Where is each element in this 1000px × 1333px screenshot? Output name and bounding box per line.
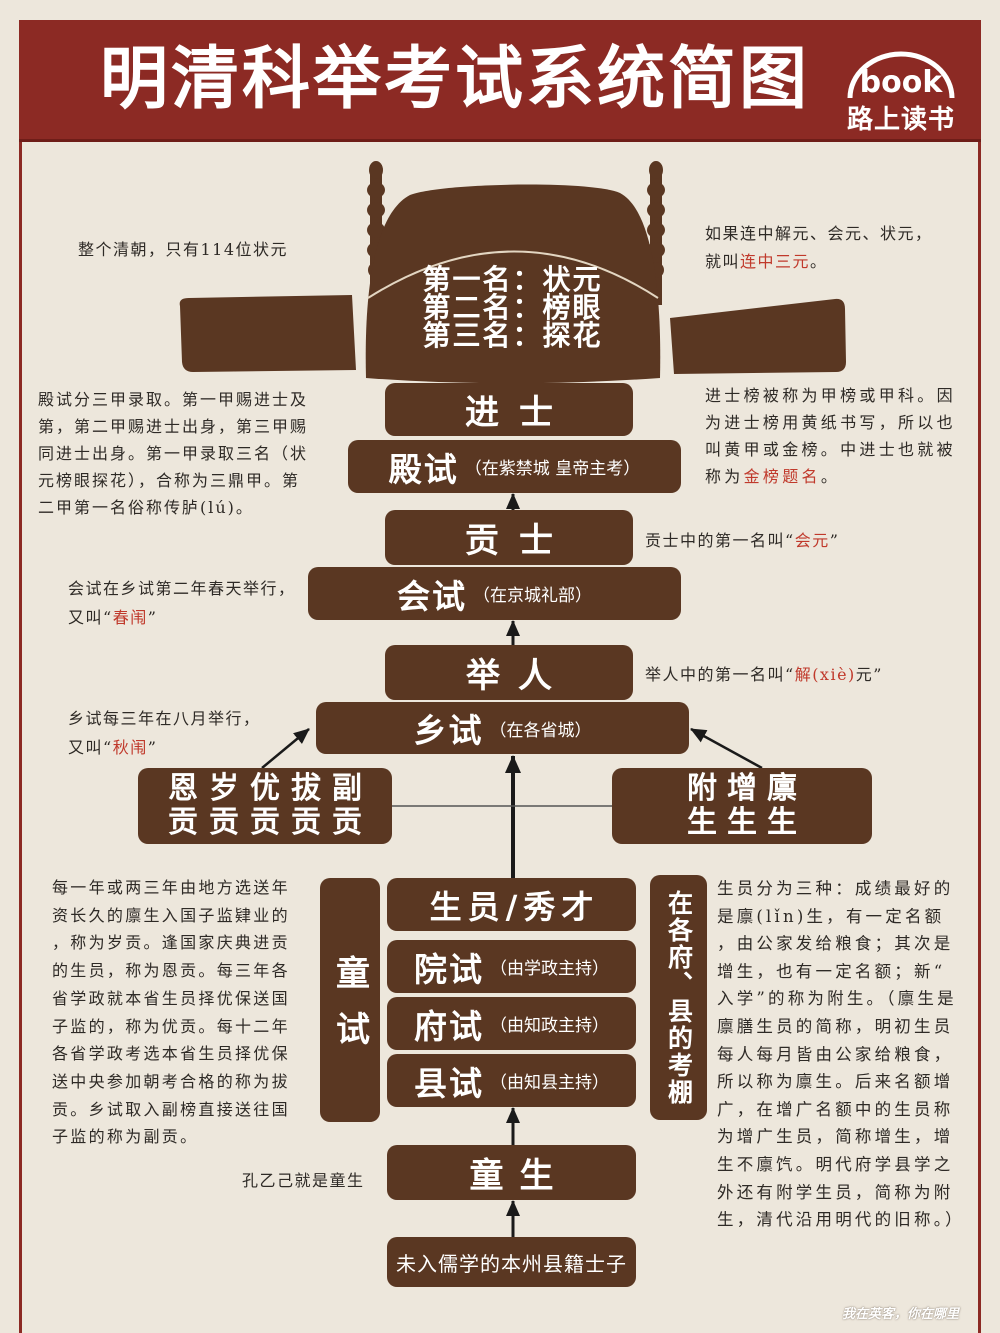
box-huishi-sub: （在京城礼部） <box>473 586 592 606</box>
box-fushi-sub: （由知政主持） <box>490 1016 609 1036</box>
box-shengyuan-label: 生员/秀才 <box>429 887 600 926</box>
box-xiangshi-label: 乡试 <box>413 711 484 750</box>
note-huishi: 会试在乡试第二年春天举行， 又叫“春闱” <box>68 574 296 632</box>
note-juren-highlight: 解(xiè) <box>794 665 856 684</box>
note-juren-pre: 举人中的第一名叫“ <box>645 665 795 684</box>
box-kaopeng: 在各府、县的考棚 <box>650 875 707 1120</box>
note-huishi-line2: 又叫“春闱” <box>68 603 296 632</box>
arrow-sheng-to-xiangshi <box>690 727 763 770</box>
box-dianshi: 殿试 （在紫禁城 皇帝主考） <box>348 440 681 493</box>
note-lianzhong-highlight: 连中三元 <box>740 252 811 271</box>
box-shizi-label: 未入儒学的本州县籍士子 <box>396 1251 627 1276</box>
logo-arc <box>847 51 955 99</box>
box-tongshi: 童试 <box>320 878 380 1122</box>
note-gong-types: 每一年或两三年由地方选送年资长久的廪生入国子监肄业的，称为岁贡。逢国家庆典进贡的… <box>52 878 290 1147</box>
box-xianshi-label: 县试 <box>414 1063 484 1103</box>
hat-left-wing <box>179 295 356 372</box>
watermark: 我在英客，你在哪里 <box>842 1307 960 1322</box>
note-gongshi-post: ” <box>829 531 840 550</box>
note-juren: 举人中的第一名叫“解(xiè)元” <box>645 661 883 688</box>
hat-dome <box>365 184 661 384</box>
top-ranks: 第一名：状元 第二名：榜眼 第三名：探花 <box>365 266 660 350</box>
box-sheng-types-line2: 生生生 <box>687 805 807 840</box>
box-huishi: 会试 （在京城礼部） <box>308 567 681 620</box>
box-xianshi: 县试 （由知县主持） <box>387 1054 636 1107</box>
box-gongshi-label: 贡士 <box>465 521 573 561</box>
hat-right-wing <box>670 298 846 374</box>
logo-name: 路上读书 <box>847 104 955 135</box>
box-gong-types: 恩岁优拔副 贡贡贡贡贡 <box>138 768 392 844</box>
note-xiangshi-line2: 又叫“秋闱” <box>68 733 261 762</box>
box-yuanshi-label: 院试 <box>414 949 484 989</box>
box-dianshi-sub: （在紫禁城 皇帝主考） <box>464 459 641 479</box>
note-gongshi: 贡士中的第一名叫“会元” <box>645 527 839 554</box>
box-shizi: 未入儒学的本州县籍士子 <box>387 1237 636 1287</box>
note-jinshi: 进士榜被称为甲榜或甲科。因为进士榜用黄纸书写，所以也叫黄甲或金榜。中进士也就被称… <box>705 382 957 490</box>
note-gongshi-pre: 贡士中的第一名叫“ <box>645 531 795 550</box>
box-jinshi-label: 进士 <box>465 393 573 433</box>
box-gong-types-line2: 贡贡贡贡贡 <box>168 805 373 840</box>
note-lianzhong-pre: 就叫 <box>705 252 741 271</box>
note-lianzhong: 如果连中解元、会元、状元， 就叫连中三元。 <box>705 220 933 276</box>
box-tongsheng-label: 童生 <box>469 1156 570 1196</box>
hat-arc-line <box>367 250 659 299</box>
box-kaopeng-label: 在各府、县的考棚 <box>664 889 694 1106</box>
note-lianzhong-line1: 如果连中解元、会元、状元， <box>705 224 933 243</box>
box-gongshi: 贡士 <box>385 510 633 565</box>
box-xiangshi-sub: （在各省城） <box>489 720 592 741</box>
rank-first: 第一名：状元 <box>422 263 603 296</box>
arrow-gong-to-xiangshi <box>261 728 310 769</box>
box-xianshi-sub: （由知县主持） <box>490 1073 609 1093</box>
note-huishi-line1: 会试在乡试第二年春天举行， <box>68 579 296 598</box>
box-shengyuan: 生员/秀才 <box>387 878 636 931</box>
note-juren-post: 元” <box>855 665 883 684</box>
rank-third: 第三名：探花 <box>422 319 603 352</box>
note-xiangshi-line1: 乡试每三年在八月举行， <box>68 709 261 728</box>
box-tongsheng: 童生 <box>387 1145 636 1200</box>
note-kongyiji: 孔乙己就是童生 <box>242 1171 365 1190</box>
note-xiangshi-highlight: 秋闱 <box>112 738 148 757</box>
title-banner <box>19 20 981 142</box>
note-huishi-post: ” <box>147 608 158 627</box>
note-huishi-pre: 又叫“ <box>68 608 113 627</box>
note-jinshi-highlight: 金榜题名 <box>743 467 821 486</box>
box-juren-label: 举人 <box>466 656 570 696</box>
box-xiangshi: 乡试 （在各省城） <box>316 702 689 754</box>
box-sheng-types-line1: 附增廪 <box>687 771 807 806</box>
note-xiangshi-post: ” <box>147 738 158 757</box>
box-yuanshi: 院试 （由学政主持） <box>387 940 636 993</box>
rank-second: 第二名：榜眼 <box>422 291 603 324</box>
box-sheng-types: 附增廪 生生生 <box>612 768 872 844</box>
flow-arrows <box>261 493 763 1237</box>
note-lianzhong-post: 。 <box>810 252 828 271</box>
box-fushi: 府试 （由知政主持） <box>387 997 636 1050</box>
note-dianshi: 殿试分三甲录取。第一甲赐进士及第，第二甲赐进士出身，第三甲赐同进士出身。第一甲录… <box>38 390 309 517</box>
note-xiangshi-pre: 又叫“ <box>68 738 113 757</box>
note-jinshi-post: 。 <box>820 467 841 486</box>
box-yuanshi-sub: （由学政主持） <box>490 959 609 979</box>
book-logo-icon: book 路上读书 <box>847 51 955 135</box>
note-jinshi-pre: 进士榜被称为甲榜或甲科。因为进士榜用黄纸书写，所以也叫黄甲或金榜。中进士也就被称… <box>705 386 956 486</box>
box-fushi-label: 府试 <box>414 1006 484 1046</box>
box-juren: 举人 <box>385 645 633 700</box>
note-gongshi-highlight: 会元 <box>794 531 830 550</box>
official-hat <box>179 161 846 384</box>
box-jinshi: 进士 <box>385 383 633 436</box>
note-qing-zhuangyuan: 整个清朝，只有114位状元 <box>78 240 289 259</box>
box-dianshi-label: 殿试 <box>388 449 459 489</box>
note-huishi-highlight: 春闱 <box>112 608 148 627</box>
box-tongshi-label: 童试 <box>329 955 370 1067</box>
box-gong-types-line1: 恩岁优拔副 <box>168 771 373 806</box>
note-shengyuan: 生员分为三种：成绩最好的是廪(lǐn)生，有一定名额，由公家发给粮食；其次是增生… <box>717 879 965 1230</box>
note-lianzhong-line2: 就叫连中三元。 <box>705 248 933 276</box>
note-xiangshi: 乡试每三年在八月举行， 又叫“秋闱” <box>68 704 261 762</box>
box-huishi-label: 会试 <box>397 576 467 616</box>
logo-word: book <box>860 65 944 100</box>
page-title: 明清科举考试系统简图 <box>100 39 811 119</box>
